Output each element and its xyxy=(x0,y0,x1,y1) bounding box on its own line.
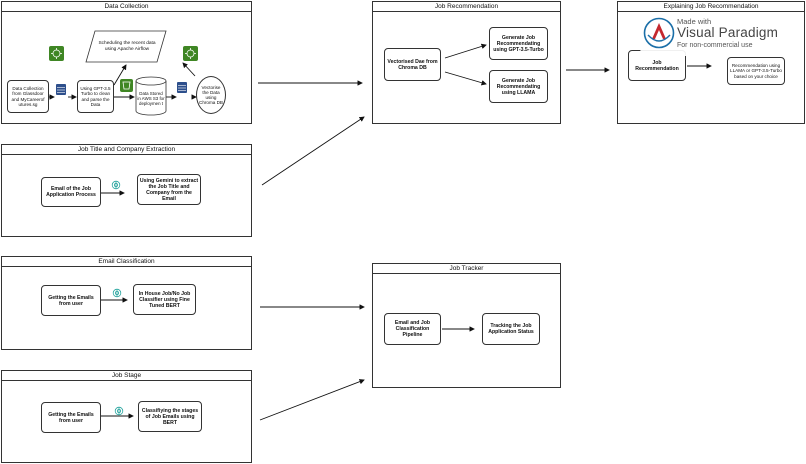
bert-classifier-node: In House Job/No Job Classifier using Fin… xyxy=(133,284,196,315)
gpt-parse-node: Using GPT-3.5 Turbo to clean and parse t… xyxy=(77,80,114,113)
panel-title: Email Classification xyxy=(2,257,251,267)
gemini-extract-node: Using Gemini to extract the Job Title an… xyxy=(137,174,201,205)
aws-airflow-icon xyxy=(183,46,198,61)
stage-classify-node: Classifiying the stages of Job Emails us… xyxy=(138,401,202,432)
data-source-node: Data Collection from Glassdoor and MyCar… xyxy=(7,80,49,113)
explain-recommendation-node: Recommendation using LLAMA or GPT-3.5-Tu… xyxy=(727,57,785,85)
panel-job-title-extraction: Job Title and Company Extraction xyxy=(1,144,252,237)
panel-title: Explaining Job Recommendation xyxy=(618,2,804,12)
classification-pipeline-node: Email and Job Classification Pipeline xyxy=(384,313,441,345)
watermark-made-with: Made with xyxy=(677,17,712,26)
panel-job-stage: Job Stage xyxy=(1,370,252,463)
s3-storage-node: Data Stored in AWS S3 for deploymen t xyxy=(137,90,165,106)
panel-title: Job Tracker xyxy=(373,264,560,274)
vectorise-node: Vectorise the Data using Chroma DB xyxy=(196,76,226,114)
cylinder-shape xyxy=(135,76,167,116)
brain-icon xyxy=(112,285,122,298)
watermark-subtitle: For non-commercial use xyxy=(677,42,753,49)
panel-title: Job Stage xyxy=(2,371,251,381)
panel-email-classification: Email Classification xyxy=(1,256,252,350)
email-node: Email of the Job Application Process xyxy=(41,177,101,207)
panel-title: Data Collection xyxy=(2,2,251,12)
scheduler-node: Scheduling the recent data using Apache … xyxy=(98,41,156,52)
brain-icon xyxy=(114,403,124,416)
watermark-brand: Visual Paradigm xyxy=(677,25,779,40)
database-icon xyxy=(56,82,66,95)
tracking-status-node: Tracking the Job Application Status xyxy=(482,313,540,345)
getting-emails-node: Getting the Emails from user xyxy=(41,285,101,316)
database-icon xyxy=(177,80,187,93)
aws-s3-icon xyxy=(120,79,133,92)
vectorised-data-node: Vectorised Dae from Chroma DB xyxy=(384,48,441,81)
getting-emails-node: Getting the Emails from user xyxy=(41,402,101,433)
gpt-recommend-node: Generate Job Recommendating using GPT-3.… xyxy=(489,27,548,60)
panel-title: Job Title and Company Extraction xyxy=(2,145,251,155)
panel-title: Job Recommendation xyxy=(373,2,560,12)
brain-icon xyxy=(111,177,121,190)
aws-airflow-icon xyxy=(49,46,64,61)
parallelogram-shape xyxy=(85,30,167,63)
llama-recommend-node: Generate Job Recommendating using LLAMA xyxy=(489,70,548,103)
visual-paradigm-logo-icon xyxy=(643,17,675,49)
